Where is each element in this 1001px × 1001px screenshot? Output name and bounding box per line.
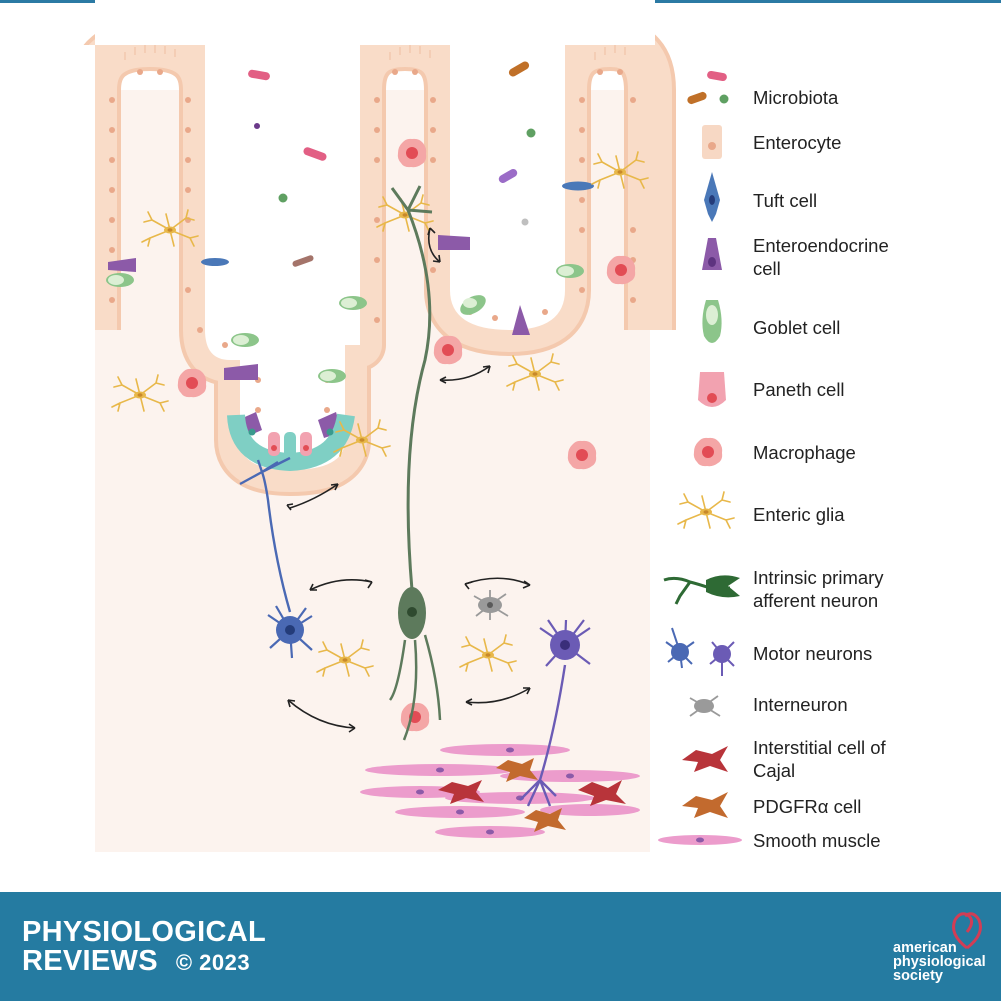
- society-name-line1: american: [893, 941, 986, 955]
- legend-smooth-muscle: Smooth muscle: [753, 829, 881, 852]
- legend-enteric-glia: Enteric glia: [753, 503, 845, 526]
- legend-motor-neurons: Motor neurons: [753, 642, 872, 665]
- enteric-glia-icon: [678, 492, 734, 528]
- legend-icc-line1: Interstitial cell of: [753, 736, 886, 759]
- legend-macrophage: Macrophage: [753, 441, 856, 464]
- legend-interneuron: Interneuron: [753, 693, 848, 716]
- legend-icc-line2: Cajal: [753, 759, 795, 782]
- legend-ipan-line2: afferent neuron: [753, 589, 878, 612]
- journal-title: PHYSIOLOGICAL REVIEWS © 2023: [22, 918, 266, 977]
- microbiota-icon: [706, 70, 727, 81]
- society-name-line2: physiological: [893, 955, 986, 969]
- macrophage-5: [568, 441, 596, 469]
- journal-title-line2-wrapper: REVIEWS © 2023: [22, 947, 266, 977]
- copyright-notice: © 2023: [176, 950, 250, 975]
- legend-enterocyte: Enterocyte: [753, 131, 841, 154]
- pdgfra-icon: [682, 792, 728, 818]
- gut-wall-diagram: [0, 0, 1001, 860]
- legend-enteroendocrine-line1: Enteroendocrine: [753, 234, 889, 257]
- legend-microbiota: Microbiota: [753, 86, 838, 109]
- society-name: american physiological society: [893, 941, 986, 983]
- legend-paneth-cell: Paneth cell: [753, 378, 845, 401]
- legend-enteroendocrine-line2: cell: [753, 257, 781, 280]
- legend-pdgfra-cell: PDGFRα cell: [753, 795, 861, 818]
- macrophage-4: [178, 369, 206, 397]
- ipan-icon: [664, 575, 740, 604]
- macrophage-icon: [694, 438, 722, 466]
- macrophage-2: [607, 256, 635, 284]
- legend-ipan-line1: Intrinsic primary: [753, 566, 884, 589]
- society-name-line3: society: [893, 969, 986, 983]
- legend-tuft-cell: Tuft cell: [753, 189, 817, 212]
- journal-title-line2: REVIEWS: [22, 945, 158, 977]
- interneuron-icon: [690, 696, 720, 716]
- icc-icon: [682, 746, 728, 772]
- macrophage-1: [398, 139, 426, 167]
- journal-title-line1: PHYSIOLOGICAL: [22, 916, 266, 948]
- legend-goblet-cell: Goblet cell: [753, 316, 840, 339]
- macrophage-6: [401, 703, 429, 731]
- motor-neurons-icon: [666, 628, 734, 676]
- macrophage-3: [434, 336, 462, 364]
